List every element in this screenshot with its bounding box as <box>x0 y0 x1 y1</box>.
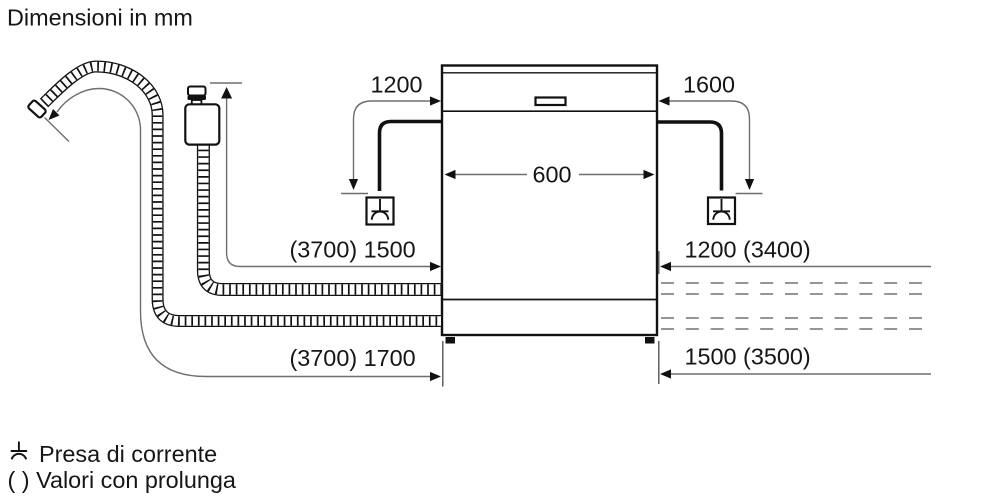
svg-text:( ) Valori con prolunga: ( ) Valori con prolunga <box>8 467 237 493</box>
svg-text:600: 600 <box>533 162 572 188</box>
svg-text:Presa di corrente: Presa di corrente <box>39 441 217 467</box>
svg-text:Dimensioni in mm: Dimensioni in mm <box>7 5 193 31</box>
svg-text:1200 (3400): 1200 (3400) <box>685 237 811 263</box>
svg-text:1500 (3500): 1500 (3500) <box>685 344 811 370</box>
svg-text:(3700) 1500: (3700) 1500 <box>290 237 416 263</box>
svg-text:1600: 1600 <box>683 72 735 98</box>
svg-text:1200: 1200 <box>371 72 423 98</box>
svg-text:(3700) 1700: (3700) 1700 <box>290 345 416 371</box>
